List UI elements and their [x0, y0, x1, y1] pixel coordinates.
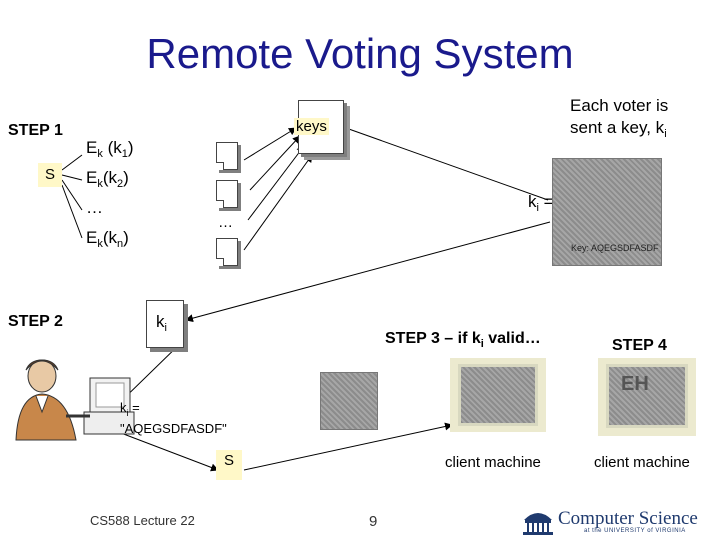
arrow-doc1	[243, 127, 297, 161]
ki-equals-label: ki =	[528, 192, 554, 214]
step2-label: STEP 2	[8, 313, 63, 330]
fan-line-2	[61, 174, 83, 181]
client-monitor-1	[458, 364, 538, 426]
fan-line-3	[61, 179, 83, 211]
fan-line-1	[61, 154, 83, 171]
server-s-bottom: S	[216, 450, 242, 480]
slide-title: Remote Voting System	[146, 30, 574, 77]
client-machine-1-label: client machine	[445, 454, 541, 471]
monitor-text: EH	[621, 373, 649, 395]
enc-key-ellipsis: …	[86, 198, 103, 217]
arrow-doc3	[247, 145, 305, 221]
ki-value-text: ki = "AQEGSDFASDF"	[120, 400, 227, 436]
rotunda-logo-icon	[523, 513, 553, 535]
footer-lecture: CS588 Lecture 22	[90, 513, 195, 528]
card-to-ki-arrow	[185, 221, 551, 323]
step1-label: STEP 1	[8, 122, 63, 139]
step3-label: STEP 3 – if ki valid…	[385, 330, 541, 350]
client-machine-1	[450, 358, 546, 432]
client-machine-2-label: client machine	[594, 454, 690, 471]
keys-to-card-line	[345, 127, 549, 201]
vote-ballot-image	[320, 372, 378, 430]
key-card-image: Key: AQEGSDFASDF	[552, 158, 662, 266]
ki-document-label: ki	[156, 312, 167, 334]
logo-subtext: at the UNIVERSITY of VIRGINIA	[584, 528, 686, 534]
key-doc-1	[216, 142, 238, 170]
key-card-text: Key: AQEGSDFASDF	[571, 243, 659, 253]
fan-line-4	[61, 184, 83, 239]
client-machine-2: EH	[598, 358, 696, 436]
ki-document	[146, 300, 184, 348]
enc-key-2: Ek(k2)	[86, 168, 129, 190]
key-doc-2	[216, 180, 238, 208]
logo-text: Computer Science	[558, 508, 698, 529]
s-to-client-arrow	[243, 422, 453, 471]
enc-key-1: Ek (k1)	[86, 138, 134, 160]
doc-ellipsis: …	[218, 214, 233, 231]
arrow-doc4	[243, 154, 313, 251]
step4-label: STEP 4	[612, 337, 667, 354]
client-monitor-2: EH	[606, 364, 688, 428]
keys-label: keys	[294, 118, 329, 135]
key-doc-n	[216, 238, 238, 266]
page-number: 9	[369, 513, 378, 530]
voter-person-icon	[15, 359, 135, 441]
server-s-box: S	[38, 163, 62, 187]
enc-key-n: Ek(kn)	[86, 228, 129, 250]
voter-note: Each voter is sent a key, ki	[570, 96, 669, 140]
arrow-doc2	[249, 135, 301, 191]
